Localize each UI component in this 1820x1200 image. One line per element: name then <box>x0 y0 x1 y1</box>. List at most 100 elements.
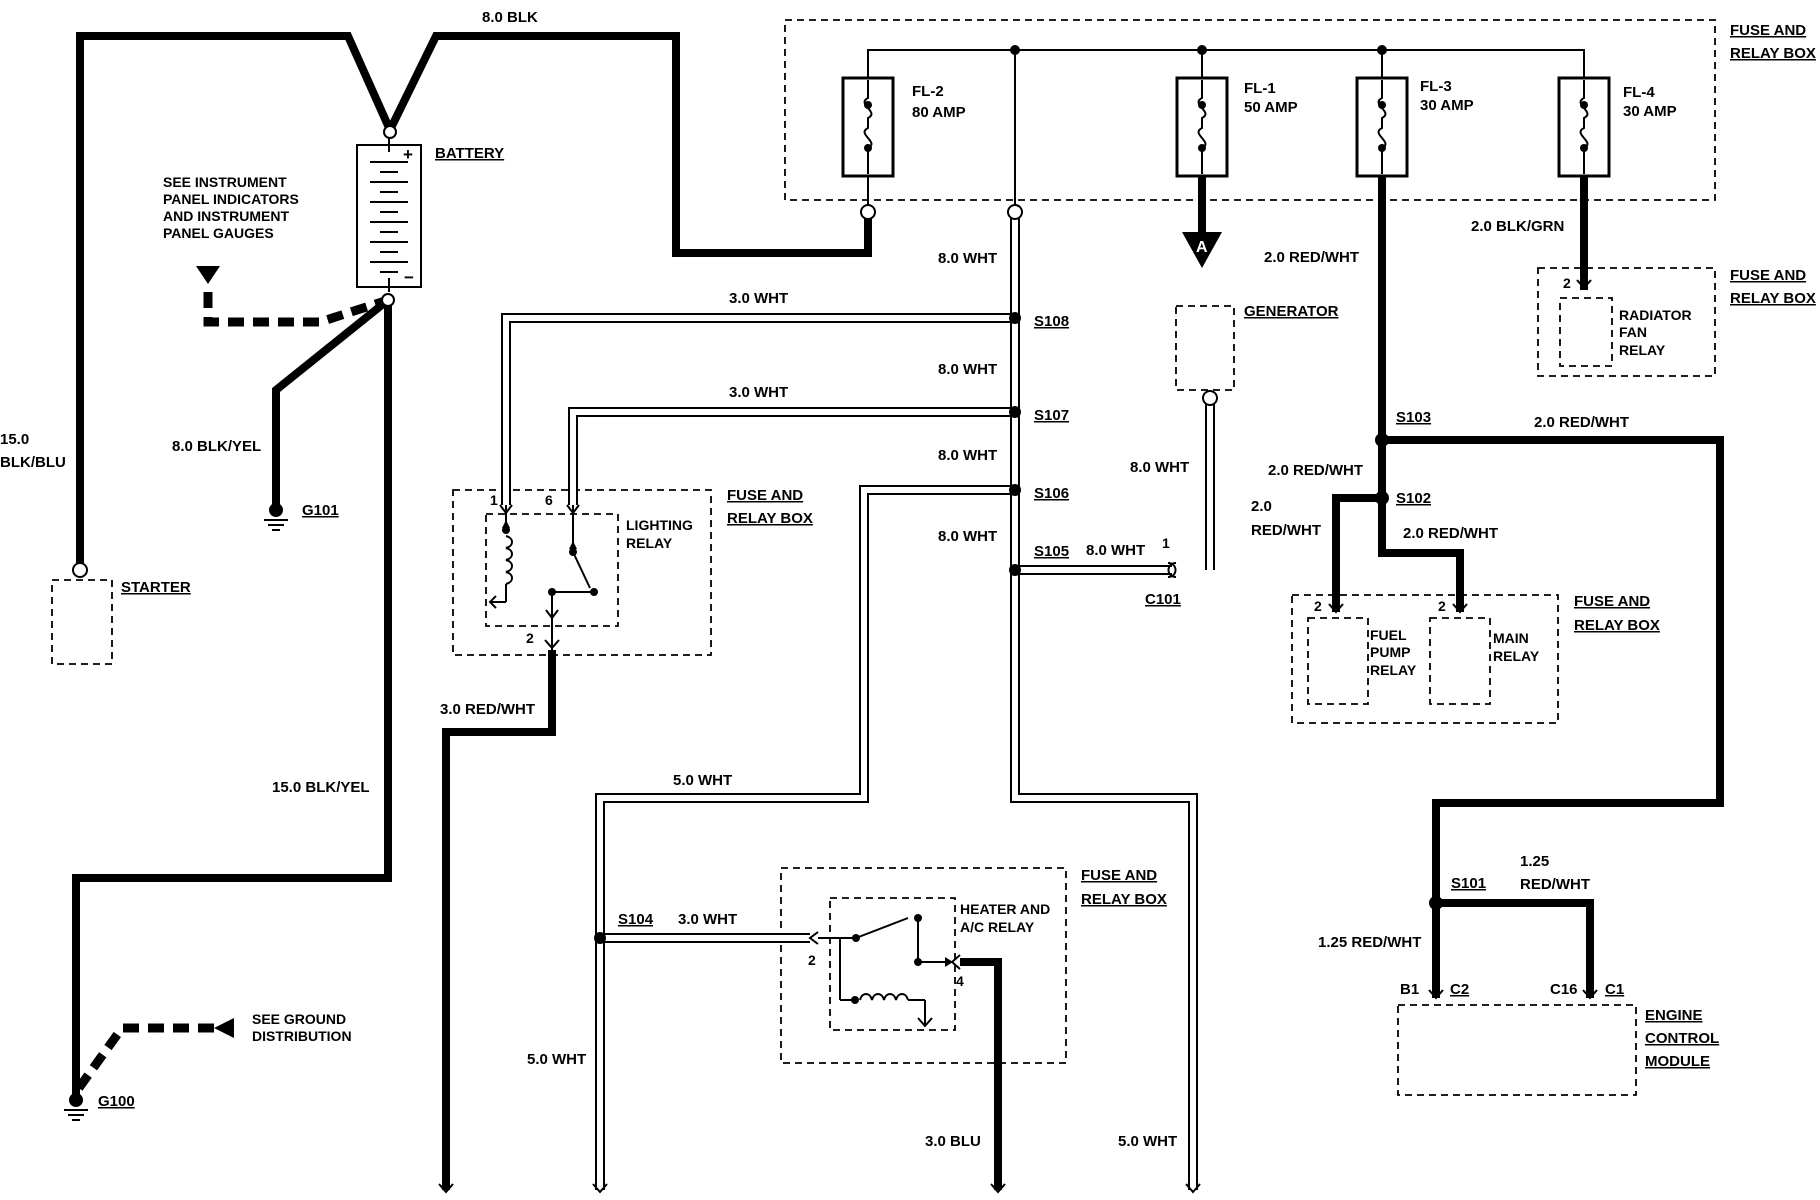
label-wire-starter-1: 15.0 <box>0 431 29 448</box>
label-ground-note-2: DISTRIBUTION <box>252 1028 352 1044</box>
splice-s102-node <box>1375 491 1389 505</box>
label-fuse-box-radiator-2: RELAY BOX <box>1730 290 1816 307</box>
label-s106: S106 <box>1034 485 1069 502</box>
label-wire-s105-branch: 8.0 WHT <box>1086 542 1145 559</box>
battery-symbol: + − <box>356 138 422 292</box>
starter-box <box>51 579 113 665</box>
terminal-fl2 <box>860 204 876 220</box>
label-wire-wht-4: 8.0 WHT <box>938 528 997 545</box>
wht-wires-inner <box>503 212 1213 1190</box>
label-wire-red-lighting: 3.0 RED/WHT <box>440 701 535 718</box>
terminal-main-feed <box>1007 204 1023 220</box>
label-wire-pump-2: RED/WHT <box>1251 522 1321 539</box>
wire-s101-red <box>1436 899 1594 998</box>
label-wire-s101-right-2: RED/WHT <box>1520 876 1590 893</box>
label-g101: G101 <box>302 502 339 519</box>
label-fuse-box-top-2: RELAY BOX <box>1730 45 1816 62</box>
label-instrument-4: PANEL GAUGES <box>163 225 274 241</box>
label-wire-g100: 15.0 BLK/YEL <box>272 779 370 796</box>
wire-fl3-red <box>1378 175 1724 998</box>
label-fl1-rating: 50 AMP <box>1244 99 1298 116</box>
label-lighting-relay-2: RELAY <box>626 535 673 551</box>
label-lighting-pin1: 1 <box>490 492 498 508</box>
label-lighting-pin2: 2 <box>526 630 534 646</box>
wire-g101-blk-yel <box>272 296 391 510</box>
terminal-battery-pos <box>383 125 397 139</box>
label-ecm-c16: C16 <box>1550 981 1578 998</box>
label-fuse-box-top: FUSE AND <box>1730 22 1806 39</box>
label-ecm-c2: C2 <box>1450 981 1469 998</box>
fuse-relay-box-top <box>784 19 1716 201</box>
label-ground-note-1: SEE GROUND <box>252 1011 346 1027</box>
label-fuse-box-heater: FUSE AND <box>1081 867 1157 884</box>
splice-s105-node <box>1009 564 1021 576</box>
label-s107: S107 <box>1034 407 1069 424</box>
wire-instrument-ground <box>203 292 390 327</box>
label-starter: STARTER <box>121 579 191 596</box>
label-wire-g101: 8.0 BLK/YEL <box>172 438 261 455</box>
bus-junction-1 <box>1010 45 1020 55</box>
label-wire-blu: 3.0 BLU <box>925 1133 981 1150</box>
fuel-pump-relay-box <box>1307 617 1369 705</box>
fuse-relay-box-heater <box>780 867 1067 1064</box>
label-radiator-relay-2: FAN <box>1619 324 1647 340</box>
label-fl1-id: FL-1 <box>1244 80 1276 97</box>
label-ecm-1: ENGINE <box>1645 1007 1703 1024</box>
label-radiator-pin: 2 <box>1563 275 1571 291</box>
label-wire-pump-1: 2.0 <box>1251 498 1272 515</box>
label-instrument-3: AND INSTRUMENT <box>163 208 289 224</box>
label-fl2-id: FL-2 <box>912 83 944 100</box>
label-fuse-box-radiator: FUSE AND <box>1730 267 1806 284</box>
label-s103: S103 <box>1396 409 1431 426</box>
lighting-relay-box <box>485 513 619 627</box>
label-fuel-pump-relay-2: PUMP <box>1370 644 1410 660</box>
label-fuel-pump-relay-3: RELAY <box>1370 662 1417 678</box>
label-wire-starter-2: BLK/BLU <box>0 454 66 471</box>
svg-text:−: − <box>404 268 414 287</box>
wire-pump-red <box>1332 494 1382 612</box>
label-s104: S104 <box>618 911 654 928</box>
label-generator: GENERATOR <box>1244 303 1339 320</box>
fuse-fl2 <box>841 76 895 205</box>
label-wire-right-down: 5.0 WHT <box>1118 1133 1177 1150</box>
label-radiator-relay-1: RADIATOR <box>1619 307 1692 323</box>
wire-main-red <box>1378 498 1464 612</box>
wire-heater-blu <box>960 958 1002 1190</box>
wire-lighting-red <box>442 650 556 1190</box>
label-wire-s101-right-1: 1.25 <box>1520 853 1549 870</box>
instrument-panel-arrow <box>196 266 220 284</box>
label-wire-s108-branch: 3.0 WHT <box>729 290 788 307</box>
label-lighting-pin6: 6 <box>545 492 553 508</box>
label-fuse-box-pump-2: RELAY BOX <box>1574 617 1660 634</box>
splice-s107-node <box>1009 406 1021 418</box>
label-main-relay-2: RELAY <box>1493 648 1540 664</box>
label-fuse-box-pump: FUSE AND <box>1574 593 1650 610</box>
c101-connector <box>1167 562 1177 578</box>
ground-distribution-arrow <box>214 1018 234 1038</box>
fuse-fl1 <box>1175 76 1229 178</box>
label-heater-pin4: 4 <box>956 973 964 989</box>
fuse-fl3 <box>1355 76 1409 178</box>
label-pump-pin: 2 <box>1314 598 1322 614</box>
label-wire-top-blk: 8.0 BLK <box>482 9 538 26</box>
splice-s103-node <box>1375 433 1389 447</box>
label-arrow-a: A <box>1196 239 1208 256</box>
label-s101: S101 <box>1451 875 1486 892</box>
g100-ground-symbol <box>64 1093 88 1121</box>
arrow-a-head <box>1182 232 1222 268</box>
splice-s101-node <box>1429 896 1443 910</box>
label-ecm-3: MODULE <box>1645 1053 1710 1070</box>
splice-s104-node <box>594 932 606 944</box>
terminal-battery-neg <box>381 293 395 307</box>
label-lighting-relay-1: LIGHTING <box>626 517 693 533</box>
label-fl3-rating: 30 AMP <box>1420 97 1474 114</box>
fuse-relay-box-lighting <box>452 489 712 656</box>
label-heater-pin2: 2 <box>808 952 816 968</box>
label-wire-s103-right: 2.0 RED/WHT <box>1534 414 1629 431</box>
label-c101: C101 <box>1145 591 1181 608</box>
label-ecm-2: CONTROL <box>1645 1030 1719 1047</box>
radiator-fan-relay-box <box>1559 297 1613 367</box>
label-wire-s101-down: 1.25 RED/WHT <box>1318 934 1421 951</box>
label-ecm-b1: B1 <box>1400 981 1419 998</box>
label-radiator-relay-3: RELAY <box>1619 342 1666 358</box>
